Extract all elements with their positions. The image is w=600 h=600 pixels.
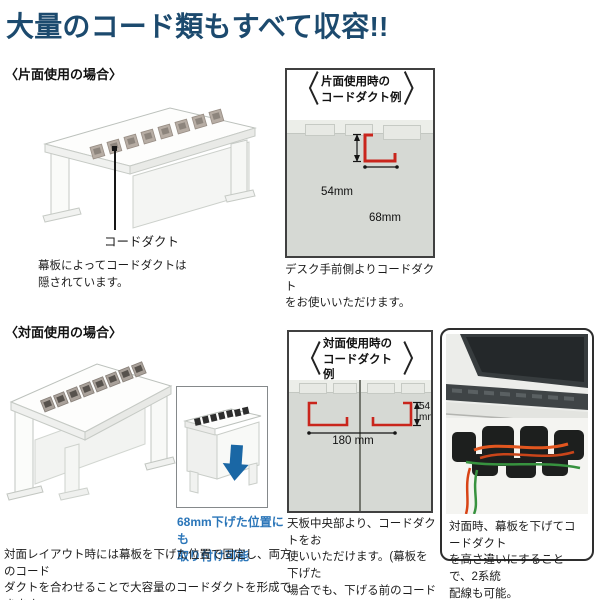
inset-desk-illustration	[183, 406, 262, 494]
duct-slot	[401, 383, 425, 394]
section-heading-single: 〈片面使用の場合〉	[5, 67, 123, 82]
cable-photo	[446, 334, 588, 514]
dimension-overlay-facing	[307, 380, 421, 511]
hanging-red-cable	[464, 467, 472, 514]
angle-bracket-right: 〉	[402, 69, 430, 111]
example-label-text: 対面使用時の コードダクト例	[323, 338, 392, 382]
inset-duct-clips	[194, 406, 250, 426]
example-label-text: 片面使用時の コードダクト例	[321, 76, 402, 104]
keyboard	[446, 384, 588, 410]
wiring-photo-box: 対面時、幕板を下げてコードダクト を高さ違いにすることで、2系統 配線も可能。	[440, 328, 594, 600]
orange-cable	[473, 442, 569, 452]
duct-profile-red-bracket	[363, 133, 397, 163]
duct-slot	[305, 124, 335, 136]
dim-height-single: 54mm	[321, 186, 353, 198]
caption-single-right: デスク手前側よりコードダクト をお使いいただけます。	[285, 264, 435, 310]
cable-duct-clips-single	[89, 108, 225, 160]
duct-slot	[299, 383, 327, 394]
duct-slot	[367, 383, 395, 394]
angle-bracket-left: 〈	[293, 69, 320, 111]
pointer-line	[113, 149, 116, 230]
duct-profile-red-bracket-right	[371, 401, 413, 427]
desk-caption-single: 幕板によってコードダクトは 隠されています。	[38, 260, 187, 289]
pointer-dot	[112, 146, 117, 151]
desk-illustration-facing	[6, 361, 176, 501]
desk-seam-line	[359, 380, 361, 511]
duct-photo-facing: 54 mm 180 mm	[289, 380, 431, 511]
inset-caption: 68mm下げた位置にも 取り付け可能	[177, 515, 284, 563]
angle-bracket-right: 〉	[402, 339, 429, 380]
dim-width-facing: 180 mm	[332, 435, 374, 447]
dim-height-facing: 54 mm	[419, 401, 431, 423]
page-title: 大量のコード類もすべて収容!!	[6, 11, 389, 42]
duct-photo-single: 54mm 68mm	[287, 120, 433, 256]
caption-facing-left: 対面レイアウト時には幕板を下げた位置で固定し、両方のコード ダクトを合わせること…	[4, 549, 292, 600]
duct-slot	[345, 124, 373, 136]
inset-lowered-panel	[176, 386, 268, 508]
wiring-photo-caption: 対面時、幕板を下げてコードダクト を高さ違いにすることで、2系統 配線も可能。	[449, 521, 576, 600]
dimension-overlay-single	[353, 133, 399, 169]
dim-width-single: 68mm	[369, 212, 401, 224]
duct-slot	[383, 125, 421, 140]
down-arrow-icon	[222, 444, 249, 481]
duct-label: コードダクト	[104, 235, 180, 249]
example-box-facing: 〈 対面使用時の コードダクト例 〉	[287, 330, 433, 513]
example-box-facing-label: 〈 対面使用時の コードダクト例 〉	[289, 332, 431, 384]
hanging-green-cable	[472, 469, 479, 514]
cable-duct-clips-facing	[39, 361, 147, 413]
duct-slot	[333, 383, 357, 394]
desk-illustration-single	[42, 107, 257, 229]
section-heading-facing: 〈対面使用の場合〉	[5, 325, 123, 340]
green-cable	[465, 460, 581, 470]
angle-bracket-left: 〈	[295, 339, 322, 380]
duct-profile-red-bracket-left	[307, 401, 349, 427]
orange-cable	[479, 450, 575, 460]
example-box-single: 〈 片面使用時の コードダクト例 〉	[285, 68, 435, 258]
caption-facing-mid: 天板中央部より、コードダクトをお 使いいただけます。(幕板を下げた 場合でも、下…	[287, 518, 437, 597]
example-box-single-label: 〈 片面使用時の コードダクト例 〉	[287, 69, 433, 111]
